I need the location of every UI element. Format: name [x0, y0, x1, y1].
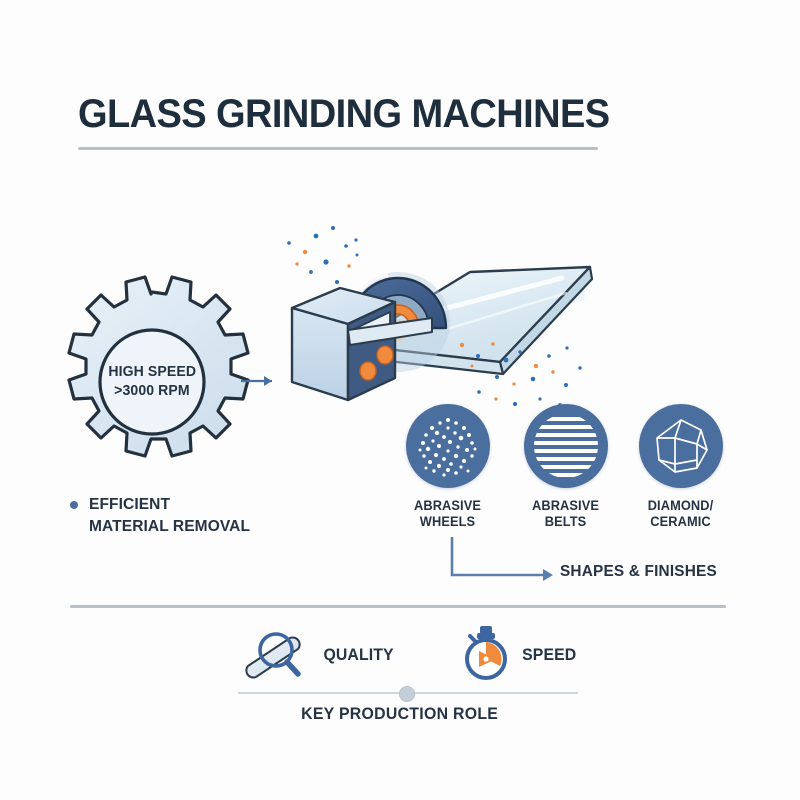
- gear-label-line1: HIGH SPEED: [108, 364, 196, 381]
- section-divider: [70, 605, 726, 608]
- material-label-line1: ABRASIVE: [531, 498, 600, 513]
- material-label-line1: ABRASIVE: [413, 498, 482, 513]
- horizontal-stripes-icon: [523, 404, 608, 488]
- stopwatch-icon: [455, 622, 517, 689]
- gear-label-line2: >3000 RPM: [114, 383, 190, 399]
- feature-label-speed: SPEED: [522, 646, 577, 664]
- material-label-line2: CERAMIC: [650, 514, 711, 530]
- material-label-line2: WHEELS: [419, 514, 476, 530]
- shapes-finishes-connector: [450, 537, 553, 581]
- machine-body: [290, 286, 433, 402]
- efficient-material-removal: EFFICIENT MATERIAL REMOVAL: [70, 494, 255, 539]
- footer-center-dot: [399, 686, 415, 702]
- material-label-line1: DIAMOND/: [647, 498, 714, 513]
- material-item-diamond-ceramic[interactable]: DIAMOND/ CERAMIC: [628, 404, 733, 530]
- material-item-abrasive-belts[interactable]: ABRASIVE BELTS: [513, 404, 618, 530]
- key-production-role-label: KEY PRODUCTION ROLE: [301, 705, 499, 723]
- title-underline: [78, 147, 598, 150]
- feature-quality[interactable]: QUALITY: [240, 622, 395, 689]
- gear-shape: [67, 275, 250, 458]
- bullet-line1: EFFICIENT: [89, 496, 171, 513]
- page-title: GLASS GRINDING MACHINES: [78, 92, 610, 136]
- shapes-and-finishes-label: SHAPES & FINISHES: [560, 563, 717, 580]
- bullet-line2: MATERIAL REMOVAL: [89, 518, 251, 536]
- high-speed-gear: HIGH SPEED >3000 RPM: [62, 292, 242, 472]
- magnifier-glass-icon: [240, 622, 318, 689]
- material-item-abrasive-wheels[interactable]: ABRASIVE WHEELS: [395, 404, 500, 530]
- gem-crystal-icon: [638, 404, 723, 488]
- feature-speed[interactable]: SPEED: [455, 622, 577, 689]
- speckled-dots-icon: [405, 404, 490, 488]
- material-label-line2: BELTS: [544, 514, 587, 530]
- feature-label-quality: QUALITY: [323, 646, 394, 664]
- gear-to-machine-arrow: [241, 376, 272, 386]
- bullet-dot-icon: [70, 501, 78, 509]
